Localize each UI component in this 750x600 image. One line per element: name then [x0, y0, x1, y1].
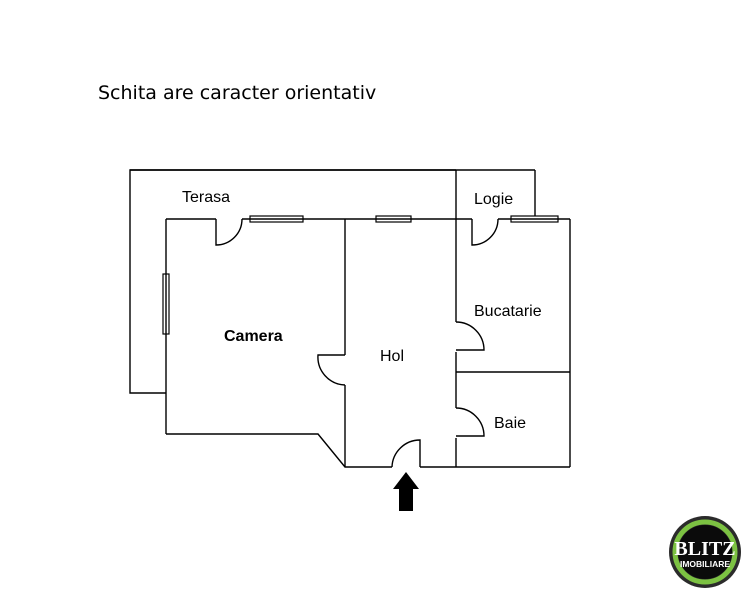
- door-baie: [455, 407, 485, 437]
- door-camera: [317, 354, 346, 386]
- disclaimer-note: Schita are caracter orientativ: [98, 82, 377, 104]
- room-label-camera: Camera: [224, 328, 283, 345]
- logo-text-line2: IMOBILIARE: [680, 559, 730, 569]
- room-label-logie: Logie: [474, 191, 513, 208]
- door-bucatarie: [455, 321, 485, 351]
- door-logie: [471, 218, 499, 246]
- loggia-walls: [456, 169, 536, 217]
- room-label-baie: Baie: [494, 415, 526, 432]
- windows: [162, 215, 559, 335]
- door-entrance: [391, 439, 421, 468]
- terrace-walls: [129, 169, 456, 394]
- door-terasa: [215, 218, 243, 246]
- logo-text-line1: BLITZ: [674, 538, 735, 560]
- blitz-logo: BLITZ IMOBILIARE: [669, 516, 741, 588]
- room-label-hol: Hol: [380, 348, 404, 365]
- entrance-arrow-icon: [393, 472, 419, 511]
- room-label-terasa: Terasa: [182, 189, 230, 206]
- room-label-bucatarie: Bucatarie: [474, 303, 542, 320]
- doors: [215, 214, 499, 472]
